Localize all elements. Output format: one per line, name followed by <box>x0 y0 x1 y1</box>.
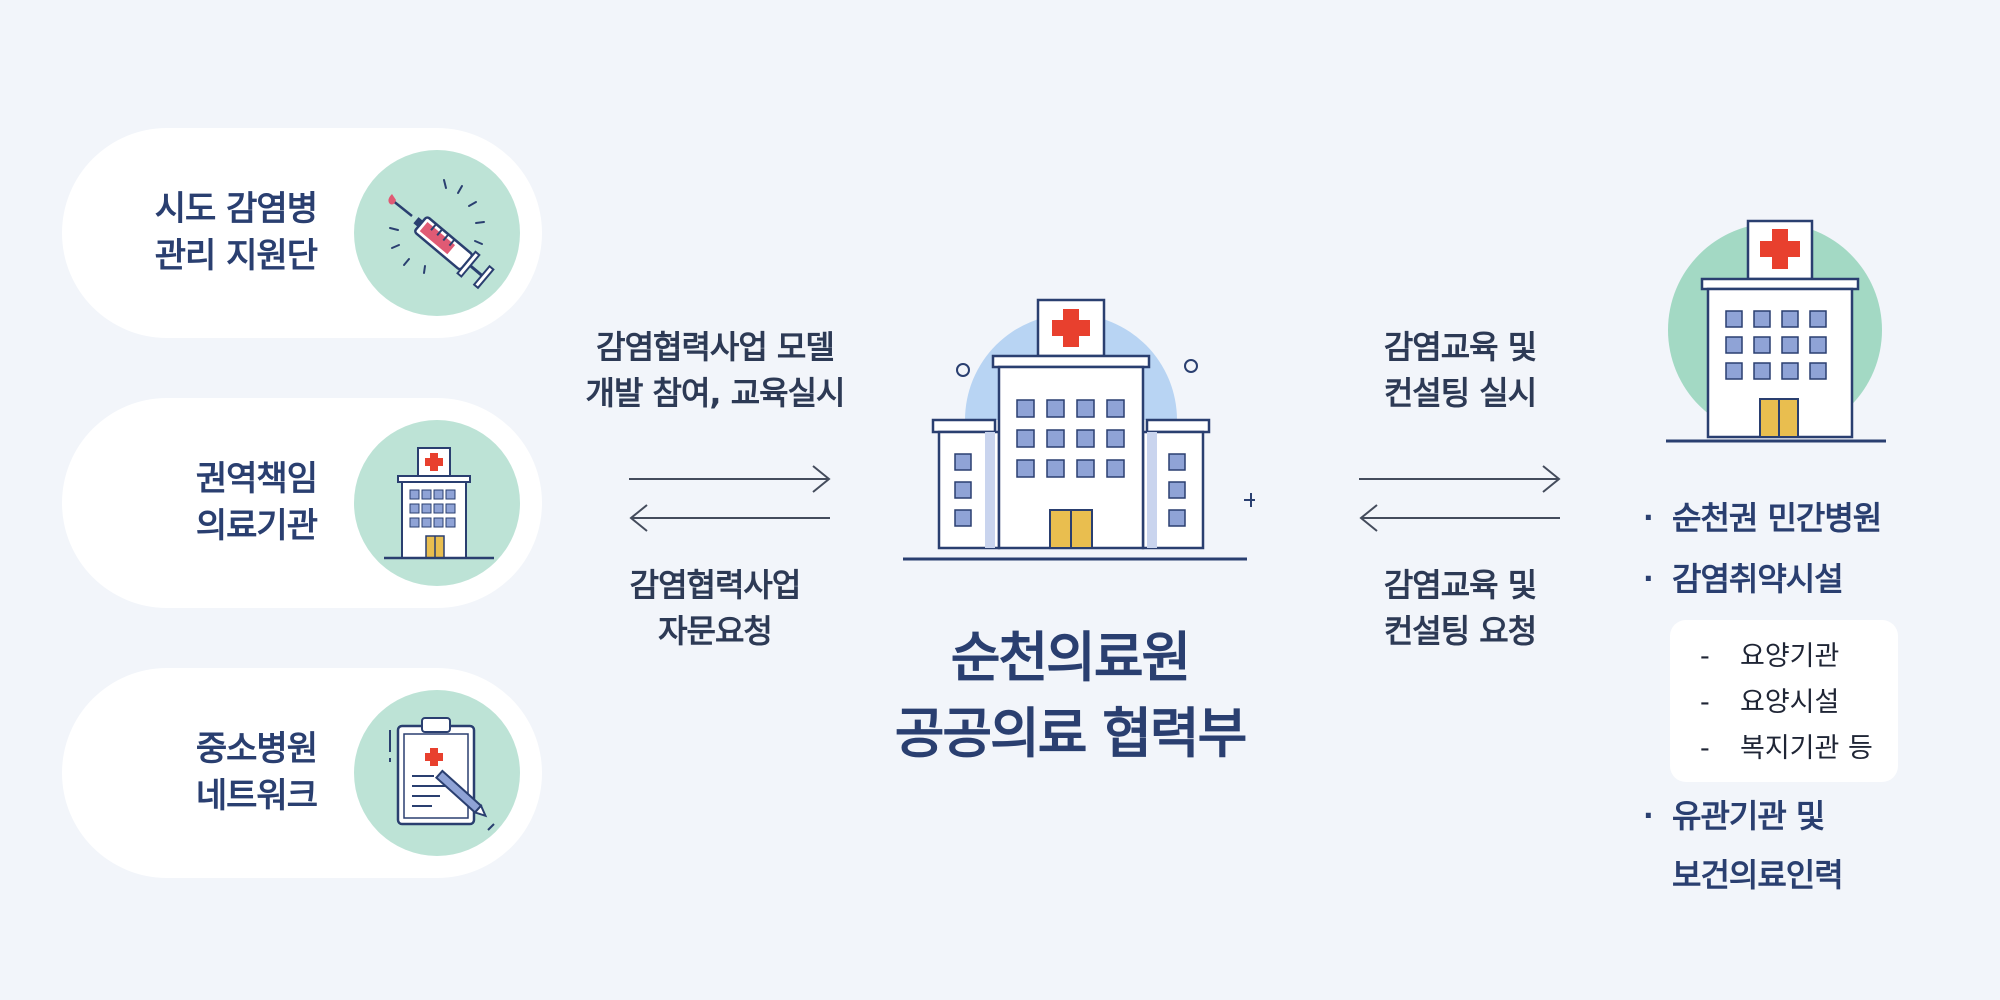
partner-item-private-hospital: · 순천권 민간병원 <box>1643 499 1882 537</box>
unit-card-hospital-network: 중소병원 네트워크 <box>62 668 542 878</box>
clipboard-icon <box>354 690 520 856</box>
central-hospital-icon <box>903 298 1255 561</box>
unit-label: 시도 감염병 관리 지원단 <box>154 189 318 276</box>
partner-item-related-agencies: · 유관기관 및 <box>1643 797 1825 835</box>
center-title: 순천의료원 공공의료 협력부 <box>894 626 1248 765</box>
partner-item-health-workforce: 보건의료인력 <box>1672 856 1844 894</box>
hospital-icon <box>354 420 520 586</box>
right-bidirectional-arrows <box>1359 465 1561 532</box>
unit-card-infection-support: 시도 감염병 관리 지원단 <box>62 128 542 338</box>
left-flow-bottom-label: 감염협력사업 자문요청 <box>629 566 802 650</box>
partner-item-vulnerable-facility: · 감염취약시설 <box>1643 560 1844 598</box>
syringe-icon <box>354 150 520 316</box>
unit-label: 중소병원 네트워크 <box>195 729 318 816</box>
left-bidirectional-arrows <box>629 465 831 532</box>
subitem-care-facility: -요양시설 <box>1700 687 1840 718</box>
unit-card-regional-hospital: 권역책임 의료기관 <box>62 398 542 608</box>
right-flow-bottom-label: 감염교육 및 컨설팅 요청 <box>1383 566 1537 650</box>
right-flow-top-label: 감염교육 및 컨설팅 실시 <box>1383 328 1537 412</box>
left-flow-top-label: 감염협력사업 모델 개발 참여, 교육실시 <box>585 328 846 412</box>
unit-label: 권역책임 의료기관 <box>195 459 318 546</box>
vulnerable-facility-subbox: -요양기관 -요양시설 -복지기관 등 <box>1670 620 1898 782</box>
subitem-care-institution: -요양기관 <box>1700 641 1840 672</box>
subitem-welfare-institution: -복지기관 등 <box>1700 733 1873 764</box>
partner-hospital-icon <box>1666 219 1886 443</box>
